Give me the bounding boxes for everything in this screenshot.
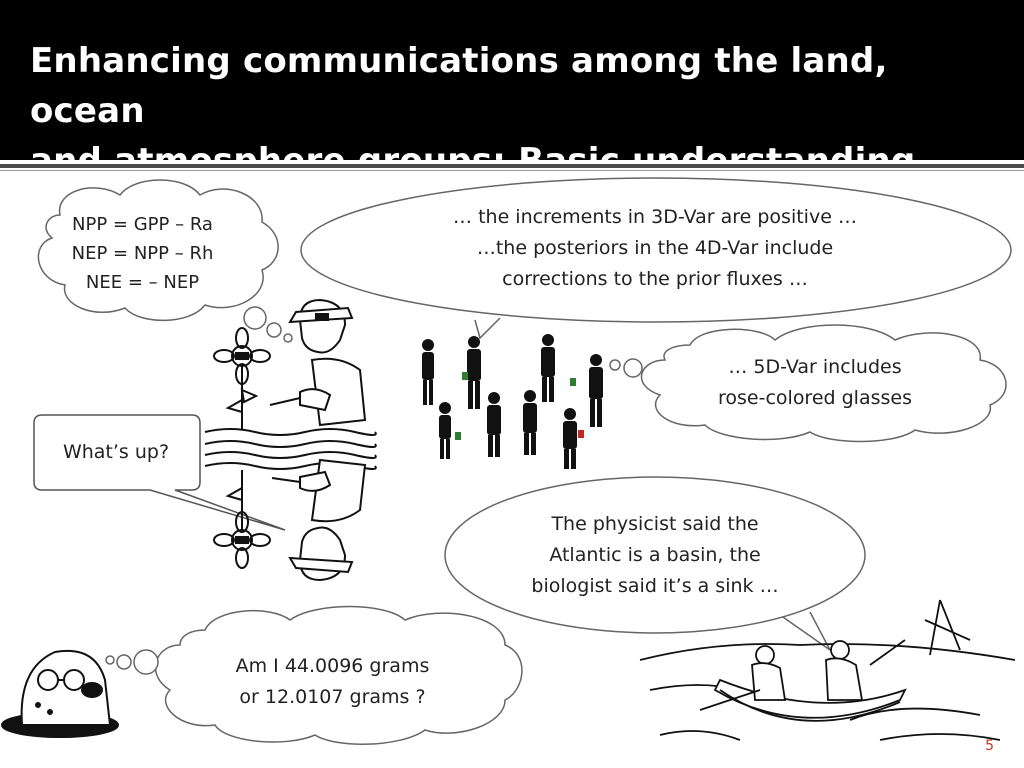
physicist-speech-bubble <box>444 476 866 651</box>
equations-text: NPP = GPP – Ra NEP = NPP – Rh NEE = – NE… <box>71 214 214 293</box>
title-bar: Enhancing communications among the land,… <box>0 0 1024 181</box>
equations-cloud-bubble <box>37 179 293 343</box>
physicist-text: The physicist said the Atlantic is a bas… <box>531 513 779 597</box>
whats-up-callout <box>33 414 286 531</box>
increments-speech-bubble <box>300 177 1012 340</box>
slide-title: Enhancing communications among the land,… <box>30 41 916 181</box>
grams-text: Am I 44.0096 grams or 12.0107 grams ? <box>235 655 430 708</box>
whats-up-text: What’s up? <box>62 441 170 463</box>
five-d-var-cloud-bubble <box>609 324 1007 443</box>
title-divider <box>0 164 1024 168</box>
gardener-with-watering-can-icon <box>204 298 377 582</box>
mole-with-glasses-icon <box>1 649 119 738</box>
five-d-var-text: … 5D-Var includes rose-colored glasses <box>718 356 912 409</box>
business-people-silhouettes-icon <box>422 334 603 469</box>
rowboat-with-fishermen-icon <box>639 599 1016 741</box>
increments-text: … the increments in 3D-Var are positive … <box>453 206 857 290</box>
grams-cloud-bubble <box>105 605 523 745</box>
page-number: 5 <box>985 738 994 754</box>
title-divider-thin <box>0 170 1024 171</box>
